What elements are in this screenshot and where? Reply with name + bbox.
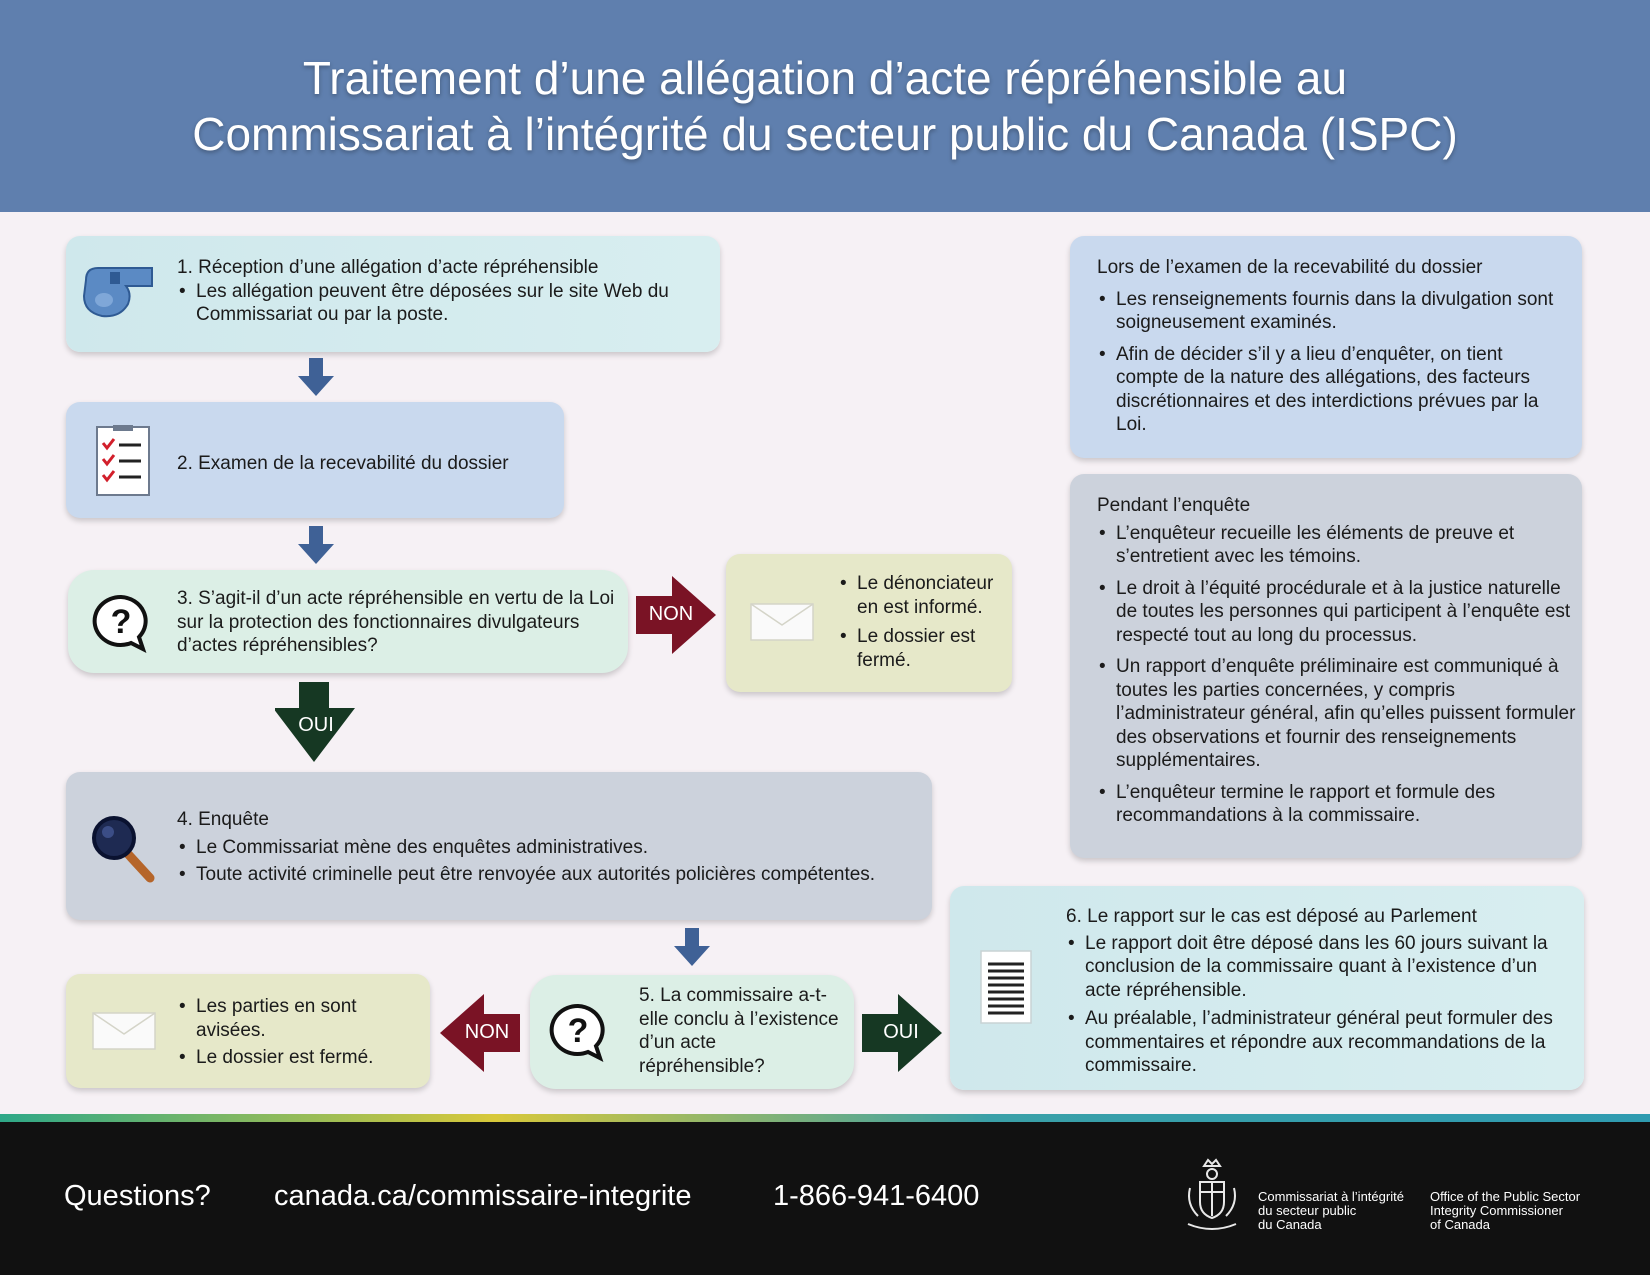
side-1-bullet: Les renseignements fournis dans la divul…	[1097, 288, 1567, 335]
non-1-bullet: Le dénonciateur en est informé.	[838, 572, 1008, 619]
side-2-bullet: L’enquêteur recueille les éléments de pr…	[1097, 522, 1577, 569]
label-oui-1: OUI	[298, 714, 334, 736]
non-2-bullet: Les parties en sont avisées.	[177, 995, 417, 1042]
side-2-bullet: L’enquêteur termine le rapport et formul…	[1097, 781, 1577, 828]
header-banner	[0, 0, 1650, 212]
step-4-bullet: Le Commissariat mène des enquêtes admini…	[177, 836, 917, 860]
step-1-bullet: Les allégation peuvent être déposées sur…	[177, 280, 697, 327]
magnifying-glass-icon	[92, 816, 155, 883]
step-5-title: 5. La commissaire a-t-elle conclu à l’ex…	[639, 985, 839, 1077]
page-title-line-2: Commissariat à l’intégrité du secteur pu…	[192, 108, 1458, 160]
step-2-title: 2. Examen de la recevabilité du dossier	[177, 453, 509, 474]
svg-text:?: ?	[568, 1012, 589, 1050]
footer	[0, 1122, 1650, 1275]
page-title-line-1: Traitement d’une allégation d’acte répré…	[302, 52, 1348, 104]
question-bubble-icon: ?	[92, 594, 148, 653]
svg-text:?: ?	[111, 603, 132, 641]
step-6-bullet: Le rapport doit être déposé dans les 60 …	[1066, 932, 1574, 1003]
org-name-fr: Commissariat à l’intégrité du secteur pu…	[1258, 1189, 1404, 1232]
footer-questions: Questions?	[64, 1180, 211, 1212]
side-2-bullet: Un rapport d’enquête préliminaire est co…	[1097, 655, 1577, 773]
step-6-title: 6. Le rapport sur le cas est déposé au P…	[1066, 906, 1477, 927]
label-non-2: NON	[464, 1021, 510, 1043]
envelope-icon	[92, 1012, 156, 1050]
question-bubble-icon: ?	[549, 1003, 605, 1062]
arrow-down-2-3	[298, 526, 334, 564]
arrow-oui-right	[862, 994, 942, 1072]
side-1-title: Lors de l’examen de la recevabilité du d…	[1097, 257, 1483, 278]
step-4-bullet: Toute activité criminelle peut être renv…	[177, 863, 917, 887]
arrow-non-left	[440, 994, 520, 1072]
arrow-down-4-5	[674, 928, 710, 966]
step-3-title: 3. S’agit-il d’un acte répréhensible en …	[177, 588, 615, 656]
non-1-bullet: Le dossier est fermé.	[838, 625, 1008, 672]
side-2-bullet: Le droit à l’équité procédurale et à la …	[1097, 577, 1577, 648]
footer-stripe	[0, 1114, 1650, 1122]
step-1-title: 1. Réception d’une allégation d’acte rép…	[177, 257, 599, 278]
step-4-title: 4. Enquête	[177, 809, 269, 830]
label-non-1: NON	[648, 603, 694, 625]
side-2-title: Pendant l’enquête	[1097, 495, 1251, 516]
arrow-down-1-2	[298, 358, 334, 396]
non-2-bullet: Le dossier est fermé.	[177, 1046, 417, 1070]
arrow-oui-down	[275, 682, 355, 762]
envelope-icon	[750, 603, 814, 641]
footer-url-link[interactable]: canada.ca/commissaire-integrite	[274, 1180, 692, 1212]
side-1-bullet: Afin de décider s’il y a lieu d’enquêter…	[1097, 343, 1567, 437]
document-icon	[980, 950, 1032, 1024]
arrow-non-right	[636, 576, 716, 654]
label-oui-2: OUI	[883, 1021, 919, 1043]
page-title: Traitement d’une allégation d’acte répré…	[0, 50, 1650, 162]
checklist-icon	[96, 425, 150, 496]
step-3-box	[68, 570, 628, 673]
whistle-icon	[82, 267, 153, 318]
step-6-bullet: Au préalable, l’administrateur général p…	[1066, 1007, 1574, 1078]
footer-phone[interactable]: 1-866-941-6400	[773, 1180, 980, 1212]
coat-of-arms-icon	[1187, 1158, 1237, 1230]
org-name-en: Office of the Public Sector Integrity Co…	[1430, 1189, 1581, 1232]
